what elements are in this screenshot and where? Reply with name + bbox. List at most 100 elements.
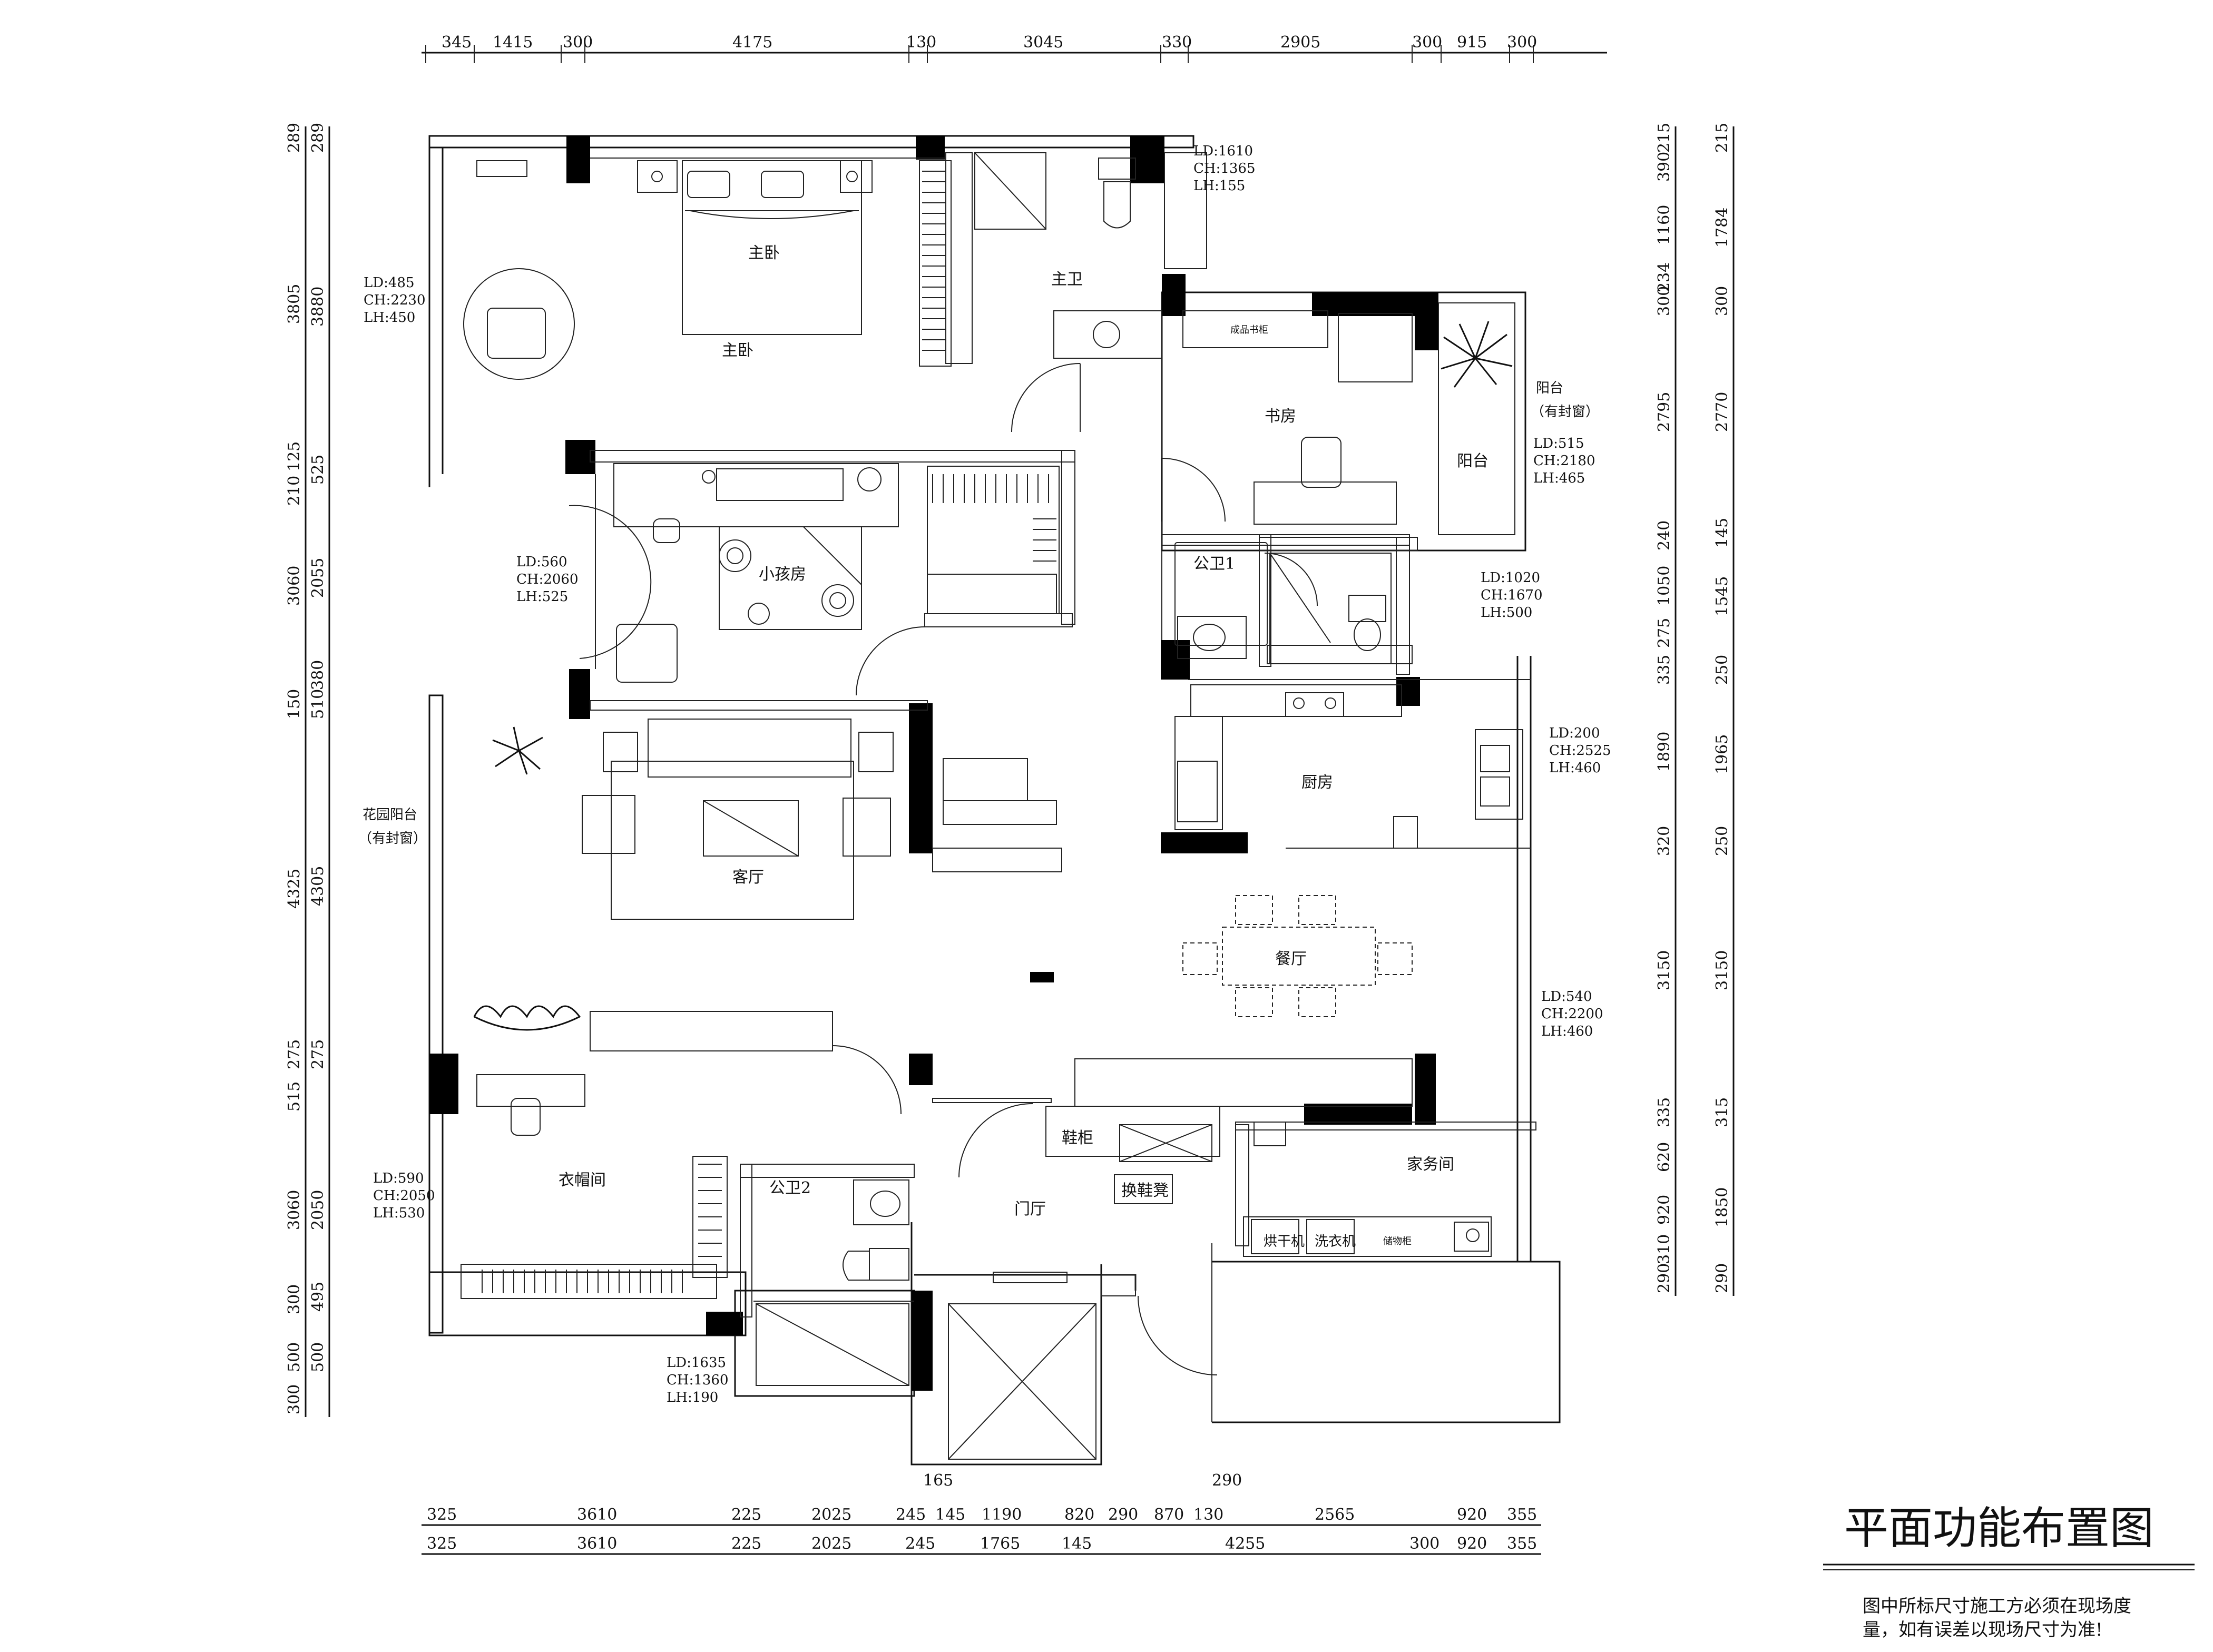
top-dim-7: 2905: [1280, 33, 1320, 52]
master-bedroom-furniture: [463, 160, 952, 380]
right2-dim-1: 1784: [1713, 208, 1731, 248]
w1-ld: LD:1610: [1193, 143, 1253, 159]
bottom2-dim-0: 325: [427, 1535, 457, 1553]
bottom2-dim-3: 2025: [811, 1535, 851, 1553]
bottom2-dim-4: 245: [905, 1535, 935, 1553]
w4-ch: CH:2060: [516, 572, 579, 587]
right1-dim-2: 1160: [1655, 205, 1673, 245]
door-swings: [569, 363, 1318, 1375]
balcony-plant: [1441, 321, 1513, 388]
label-master-bath: 主卫: [1051, 270, 1083, 289]
foyer-furniture: [948, 1106, 1220, 1460]
right2-dim-5: 1545: [1713, 576, 1731, 616]
left2-dim-3: 2055: [309, 558, 327, 598]
bottom1-dim-0: 325: [427, 1506, 457, 1524]
label-public-bath2: 公卫2: [769, 1179, 811, 1197]
label-storage: 储物柜: [1383, 1236, 1412, 1247]
bottom2-dim-6: 145: [1062, 1535, 1092, 1553]
label-balcony-window: （有封窗）: [1531, 404, 1599, 420]
w7-lh: LH:460: [1541, 1024, 1593, 1039]
bottom1-dim-4: 245: [896, 1506, 926, 1524]
note-line-1: 图中所标尺寸施工方必须在现场度: [1863, 1596, 2131, 1617]
right1-dim-7: 1050: [1655, 566, 1673, 606]
w3-lh: LH:465: [1533, 470, 1585, 486]
w9-lh: LH:190: [667, 1390, 718, 1405]
right1-dim-13: 335: [1655, 1097, 1673, 1127]
cloakroom-hangers: [482, 1164, 722, 1293]
top-dim-10: 300: [1507, 33, 1537, 52]
master-wardrobe-hangers: [922, 171, 946, 351]
w6-ld: LD:200: [1549, 725, 1600, 741]
w6-lh: LH:460: [1549, 760, 1601, 776]
label-study: 书房: [1265, 407, 1296, 426]
bottom-extra-dim-0: 165: [923, 1471, 953, 1490]
w2-lh: LH:450: [364, 310, 415, 326]
w5-lh: LH:500: [1481, 605, 1532, 621]
right1-dim-3: 234: [1655, 262, 1673, 292]
note-line-2: 量，如有误差以现场尺寸为准!: [1863, 1619, 2103, 1640]
structural-walls: [429, 136, 1438, 1391]
left2-dim-7: 275: [309, 1039, 327, 1069]
garden-plants: [473, 726, 581, 1031]
w4-ld: LD:560: [516, 554, 567, 570]
label-utility-room: 家务间: [1407, 1155, 1454, 1174]
right1-dim-6: 240: [1655, 520, 1673, 550]
right2-dim-12: 290: [1713, 1263, 1731, 1293]
bottom1-dim-12: 920: [1457, 1506, 1487, 1524]
w4-lh: LH:525: [516, 589, 568, 605]
label-foyer: 门厅: [1014, 1200, 1046, 1218]
room-labels: 主卧 主卧 主卫 书房 阳台 阳台 （有封窗） 成品书柜 小孩房 公卫1 厨房 …: [358, 244, 1599, 1250]
drawing-title: 平面功能布置图: [1844, 1502, 2154, 1554]
bottom2-dim-10: 355: [1507, 1535, 1537, 1553]
right2-dim-11: 1850: [1713, 1187, 1731, 1227]
left2-dim-1: 3880: [309, 287, 327, 327]
label-dining-room: 餐厅: [1275, 950, 1307, 968]
top-dim-5: 3045: [1023, 33, 1063, 52]
left1-dim-8: 515: [285, 1081, 303, 1112]
bottom1-dim-9: 870: [1154, 1506, 1184, 1524]
left2-dim-6: 4305: [309, 866, 327, 906]
window-notes: LD:1610 CH:1365 LH:155 LD:485 CH:2230 LH…: [364, 143, 1611, 1405]
child-wardrobe-hangers: [932, 474, 1056, 562]
label-dryer: 烘干机: [1264, 1234, 1305, 1250]
right1-dim-16: 310: [1655, 1234, 1673, 1264]
bottom1-dim-6: 1190: [982, 1506, 1022, 1524]
utility-room-fixtures: [1243, 1122, 1492, 1257]
w7-ld: LD:540: [1541, 989, 1592, 1005]
bottom1-dim-5: 145: [935, 1506, 965, 1524]
top-dim-2: 300: [563, 33, 593, 52]
bottom2-dim-7: 4255: [1225, 1535, 1265, 1553]
left2-dim-10: 500: [309, 1342, 327, 1372]
w1-ch: CH:1365: [1193, 161, 1256, 176]
right1-dim-4: 300: [1655, 286, 1673, 316]
left2-dim-5: 510: [309, 689, 327, 719]
kitchen-fixtures: [1174, 684, 1523, 849]
top-dim-8: 300: [1412, 33, 1442, 52]
label-master-bedroom-b: 主卧: [722, 341, 753, 360]
w1-lh: LH:155: [1193, 178, 1245, 194]
outer-wall-outline: [428, 135, 1561, 1466]
w8-ld: LD:590: [373, 1171, 424, 1186]
label-living-room: 客厅: [732, 868, 764, 887]
right1-dim-14: 620: [1655, 1142, 1673, 1172]
right1-dim-17: 290: [1655, 1263, 1673, 1293]
left1-dim-4: 3060: [285, 566, 303, 606]
w8-lh: LH:530: [373, 1205, 425, 1221]
right1-dim-9: 335: [1655, 655, 1673, 685]
left1-dim-7: 275: [285, 1039, 303, 1069]
dining-table: [1182, 895, 1413, 1017]
left1-dim-12: 300: [285, 1384, 303, 1414]
w5-ch: CH:1670: [1481, 587, 1543, 603]
right2-dim-0: 215: [1713, 123, 1731, 153]
left2-dim-0: 289: [309, 123, 327, 153]
bottom1-dim-7: 820: [1064, 1506, 1094, 1524]
right2-dim-10: 315: [1713, 1097, 1731, 1127]
right-dimension-lines: 215 390 1160 234 300 2795 240 1050 275 3…: [1655, 123, 1735, 1296]
bottom-dimension-lines: 325 3610 225 2025 245 145 1190 820 290 8…: [422, 1471, 1541, 1555]
w2-ch: CH:2230: [364, 292, 426, 308]
right1-dim-15: 920: [1655, 1195, 1673, 1225]
bottom1-dim-10: 130: [1193, 1506, 1223, 1524]
w9-ch: CH:1360: [667, 1372, 729, 1388]
label-child-room: 小孩房: [759, 565, 806, 584]
